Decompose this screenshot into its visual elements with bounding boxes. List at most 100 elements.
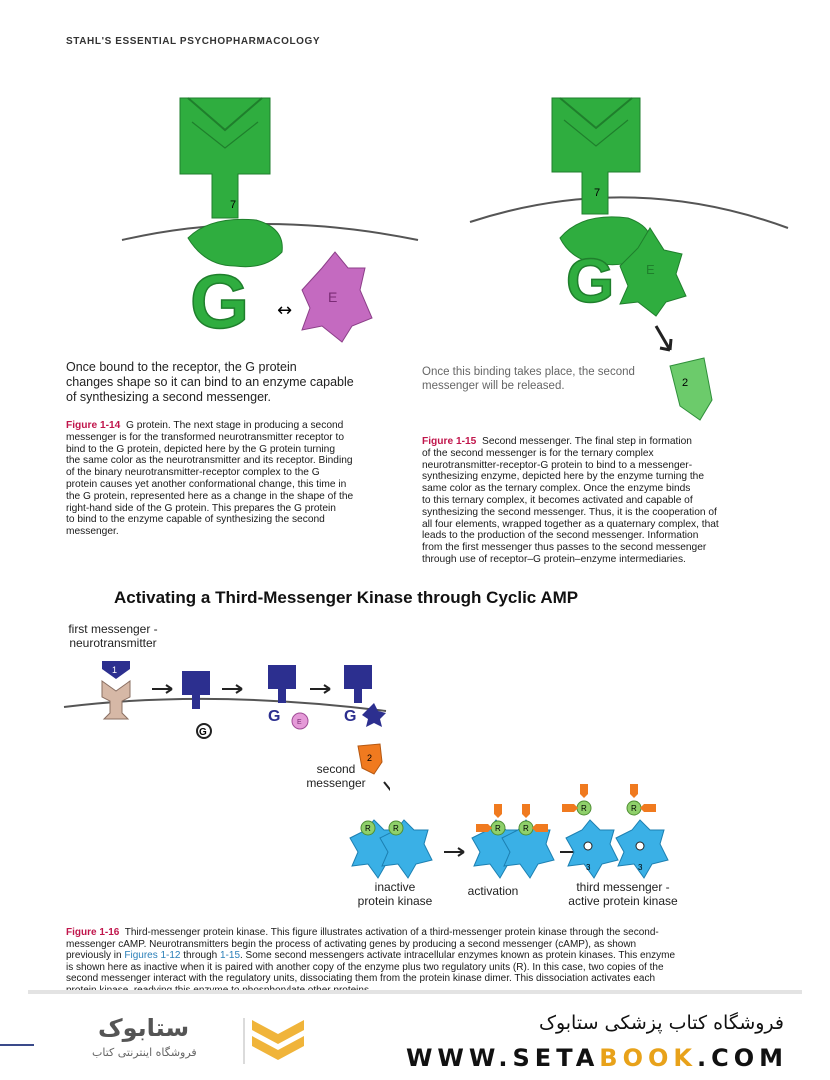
caption-line: Second messenger. The final step in form…	[482, 436, 692, 447]
second-messenger-shape	[357, 743, 383, 775]
figure-1-15-illustration: 7 G E 2	[469, 97, 789, 421]
caption-line: bind to the G protein, depicted here by …	[66, 443, 336, 455]
note-line: messenger will be released.	[422, 379, 565, 392]
kinase-number: 3	[586, 863, 591, 872]
activation-label: activation	[467, 884, 519, 898]
note-line: Once bound to the receptor, the G protei…	[66, 360, 297, 374]
label-line: third messenger -	[576, 880, 670, 894]
regulatory-letter: R	[495, 824, 501, 833]
enzyme-letter: E	[297, 719, 302, 726]
note-line: of synthesizing a second messenger.	[66, 390, 271, 404]
label-line: active protein kinase	[568, 894, 678, 908]
caption-line: right-hand side of the G protein. This p…	[66, 502, 336, 514]
receptor-number: 7	[230, 199, 236, 211]
unbound-receptor-shape	[101, 680, 131, 720]
label-line: second	[316, 762, 356, 776]
figure-1-16-receptor-sequence: 1 G G E G	[63, 661, 387, 739]
receptor-number: 7	[594, 187, 600, 199]
regulatory-letter: R	[393, 824, 399, 833]
g-protein-letter: G	[566, 247, 614, 316]
note-line: changes shape so it can bind to an enzym…	[66, 375, 354, 389]
g-letter-small: G	[268, 708, 280, 725]
second-messenger-shape	[669, 357, 713, 421]
caption-line: messenger is for the transformed neurotr…	[66, 431, 345, 443]
first-messenger-label: first messenger - neurotransmitter	[58, 622, 168, 650]
release-arrow-icon	[654, 325, 673, 352]
detached-regulatory-units: R R	[562, 784, 656, 816]
neurotransmitter-receptor	[551, 97, 641, 215]
figure-reference-link[interactable]: Figures 1-12	[124, 950, 181, 962]
figure-1-16-kinase-sequence: R R R R 3 3	[349, 804, 669, 879]
caption-line: messenger cAMP. Neurotransmitters begin …	[66, 938, 637, 950]
arrow-icon	[152, 684, 173, 694]
g-protein-letter: G	[190, 260, 249, 345]
third-messenger-label: third messenger - active protein kinase	[548, 880, 698, 908]
caption-line: from the first messenger thus passes to …	[422, 542, 707, 554]
g-letter-small: G	[344, 708, 356, 725]
label-line: inactive	[374, 880, 416, 894]
transmitter-number: 1	[112, 665, 117, 675]
caption-line: synthesizing the second messenger. Thus,…	[422, 506, 717, 518]
figure-label: Figure 1-15	[422, 436, 477, 447]
double-arrow-icon: ↔	[277, 300, 292, 321]
enzyme-letter: E	[328, 289, 337, 305]
running-head: STAHL'S ESSENTIAL PSYCHOPHARMACOLOGY	[66, 36, 321, 47]
footer-rule	[0, 1044, 34, 1046]
footer-banner	[0, 994, 830, 1080]
membrane-line	[63, 697, 387, 712]
arrow-icon	[383, 781, 390, 792]
caption-line: all four elements, wrapped together as a…	[422, 518, 719, 530]
caption-line: to this ternary complex, it becomes acti…	[422, 494, 693, 506]
kinase-number: 3	[638, 863, 643, 872]
caption-line: leads to the production of the second me…	[422, 530, 699, 542]
caption-line: second messenger interact with the regul…	[66, 973, 655, 985]
figure-label: Figure 1-14	[66, 420, 121, 431]
regulatory-letter: R	[365, 824, 371, 833]
arrow-icon	[444, 847, 465, 857]
caption-line: same color as the ternary complex. Once …	[422, 483, 691, 495]
caption-line: of the second messenger is for the terna…	[422, 447, 654, 459]
enzyme-small	[291, 712, 309, 730]
caption-line: messenger.	[66, 526, 119, 538]
regulatory-letter: R	[631, 804, 637, 813]
label-line: protein kinase	[357, 894, 433, 908]
figure-1-15-caption: Figure 1-15 Second messenger. The final …	[422, 436, 784, 566]
active-kinase-pair	[565, 819, 669, 879]
caption-line: is shown here as inactive when it is pai…	[66, 961, 664, 973]
bound-receptor-shape	[268, 665, 296, 703]
label-line: first messenger -	[68, 622, 158, 636]
caption-line: to bind to the enzyme capable of synthes…	[66, 514, 325, 526]
g-protein-inactive	[196, 723, 212, 739]
figure-1-16-title: Activating a Third-Messenger Kinase thro…	[114, 588, 579, 607]
shop-name: فروشگاه کتاب پزشکی ستابوک	[538, 1012, 784, 1034]
figure-reference-link[interactable]: 1-15	[219, 950, 240, 962]
enzyme-shape	[301, 251, 373, 343]
caption-line: Third-messenger protein kinase. This fig…	[124, 927, 659, 938]
shop-url[interactable]: WWW.SETABOOK.COM	[405, 1044, 788, 1072]
arrow-icon	[222, 684, 243, 694]
membrane-line	[469, 196, 789, 229]
activated-enzyme-shape	[362, 703, 386, 727]
g-protein-cap	[187, 218, 283, 268]
caption-line: through use of receptor–G protein–enzyme…	[422, 553, 686, 565]
inactive-kinase-label: inactive protein kinase	[330, 880, 460, 908]
arrow-icon	[310, 684, 331, 694]
figure-1-14-illustration: 7 G ↔ E	[121, 97, 419, 346]
figure-1-15-note: Once this binding takes place, the secon…	[422, 366, 662, 393]
messenger-number: 2	[367, 753, 372, 763]
logo-wordmark: ستابوک	[98, 1014, 190, 1042]
neurotransmitter-receptor	[179, 97, 271, 219]
figure-1-14-note: Once bound to the receptor, the G protei…	[66, 360, 396, 405]
neurotransmitter-shape	[102, 661, 130, 679]
figure-1-14-caption: Figure 1-14 G protein. The next stage in…	[66, 420, 396, 538]
label-line: messenger	[306, 776, 366, 790]
note-line: Once this binding takes place, the secon…	[422, 366, 635, 378]
enzyme-shape	[619, 227, 687, 317]
bound-receptor-shape	[344, 665, 372, 703]
caption-line: synthesizing enzyme, depicted here by th…	[422, 471, 705, 483]
label-line: neurotransmitter	[69, 636, 157, 650]
figure-1-16-caption: Figure 1-16 Third-messenger protein kina…	[66, 927, 784, 997]
setabook-logo-icon	[243, 1018, 304, 1064]
second-messenger-icon-group: 2	[357, 743, 390, 792]
enzyme-letter: E	[646, 262, 655, 277]
